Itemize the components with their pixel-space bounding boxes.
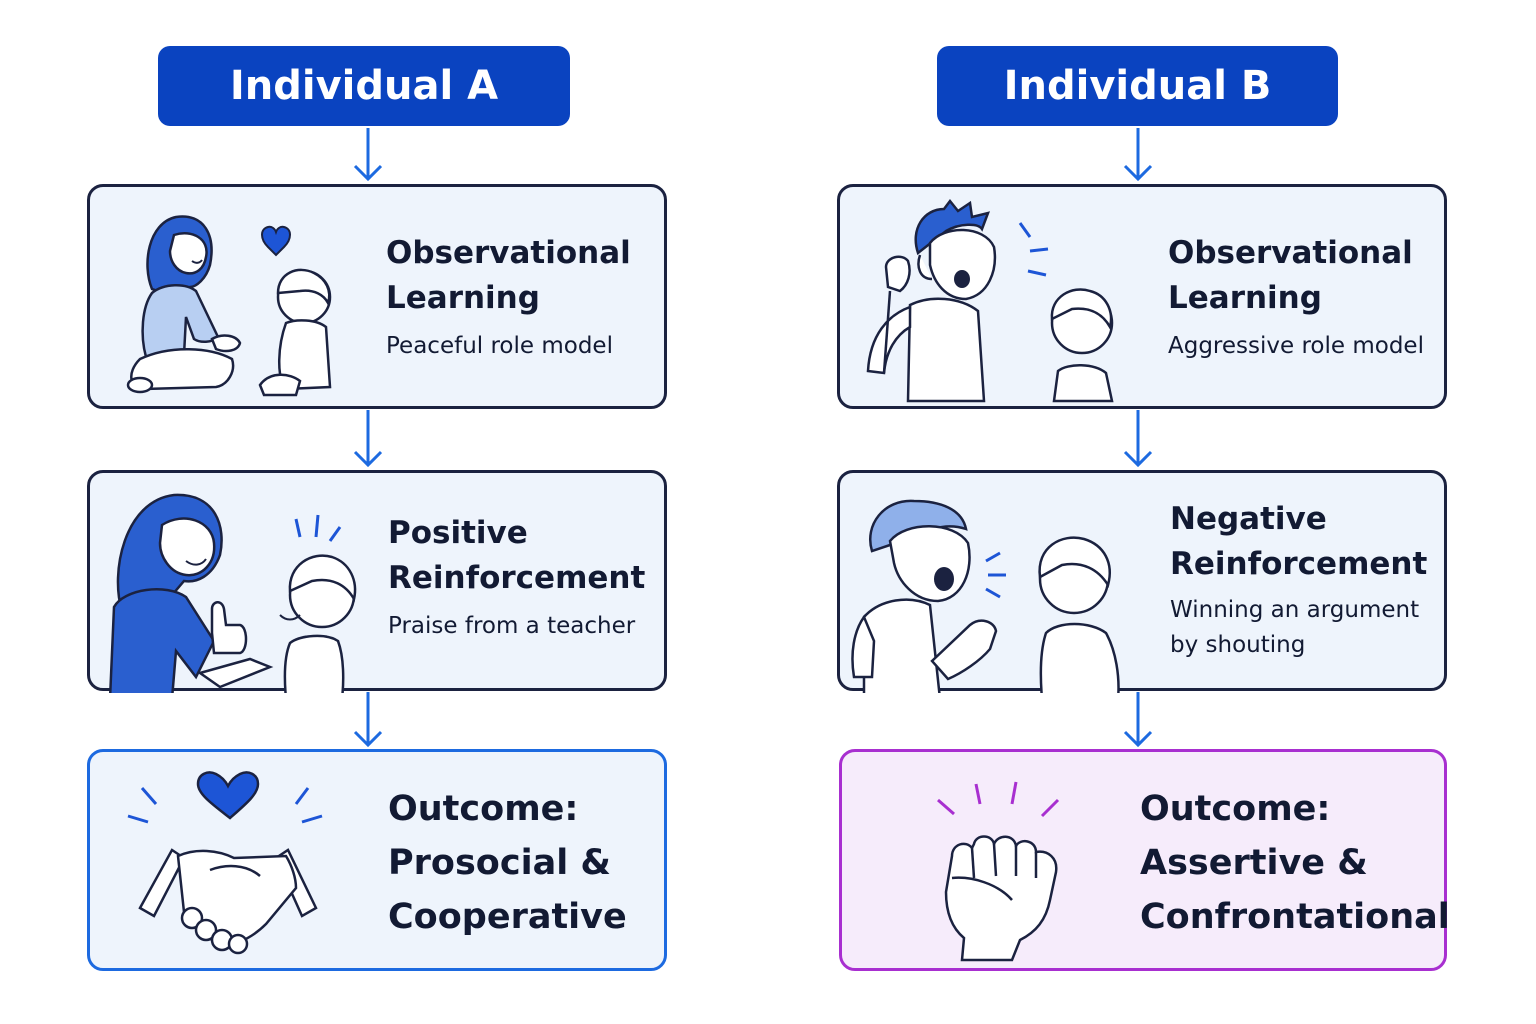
card-b-outcome: Outcome: Assertive & Confrontational [839, 749, 1450, 971]
card-a-observational-learning: Observational Learning Peaceful role mod… [87, 184, 667, 409]
card-b2-title-line1: Negative [1170, 501, 1327, 537]
arrow-b-3 [1123, 692, 1153, 748]
card-a-positive-reinforcement: Positive Reinforcement Praise from a tea… [87, 470, 667, 693]
handshake-with-heart-icon [127, 771, 323, 955]
card-a2-title-line2: Reinforcement [388, 560, 646, 596]
card-a3-line2: Prosocial & [388, 843, 611, 883]
card-a3-line1: Outcome: [388, 789, 579, 829]
card-a3-line3: Cooperative [388, 897, 627, 937]
card-a2-subtitle: Praise from a teacher [388, 613, 636, 639]
header-individual-a: Individual A [158, 46, 570, 126]
card-a1-subtitle: Peaceful role model [386, 333, 613, 359]
arrow-a-3 [353, 692, 383, 748]
card-b2-title-line2: Reinforcement [1170, 546, 1428, 582]
card-b1-title-line1: Observational [1168, 235, 1413, 271]
card-a-outcome: Outcome: Prosocial & Cooperative [87, 749, 667, 971]
card-b2-subtitle-line2: by shouting [1170, 632, 1306, 658]
card-a2-title-line1: Positive [388, 515, 528, 551]
arrow-b-2 [1123, 410, 1153, 468]
card-b-negative-reinforcement: Negative Reinforcement Winning an argume… [837, 470, 1447, 693]
teacher-thumbs-up-child-icon [109, 493, 357, 693]
angry-man-and-child-icon [866, 198, 1114, 403]
shouting-man-and-child-icon [851, 499, 1120, 693]
arrow-a-2 [353, 410, 383, 468]
card-a1-title-line2: Learning [386, 280, 540, 316]
header-individual-b: Individual B [937, 46, 1338, 126]
arrow-a-1 [353, 128, 383, 182]
mother-and-child-with-heart-icon [126, 215, 332, 397]
header-individual-b-label: Individual B [1003, 63, 1272, 109]
card-b3-line1: Outcome: [1140, 789, 1331, 829]
arrow-b-1 [1123, 128, 1153, 182]
raised-fist-icon [937, 781, 1060, 962]
header-individual-a-label: Individual A [229, 63, 499, 109]
card-a1-title-line1: Observational [386, 235, 631, 271]
card-b3-line3: Confrontational [1140, 897, 1450, 937]
card-b1-title-line2: Learning [1168, 280, 1322, 316]
card-b1-subtitle: Aggressive role model [1168, 333, 1424, 359]
card-b2-subtitle-line1: Winning an argument [1170, 597, 1420, 623]
card-b3-line2: Assertive & [1140, 843, 1368, 883]
card-b-observational-learning: Observational Learning Aggressive role m… [837, 184, 1447, 409]
